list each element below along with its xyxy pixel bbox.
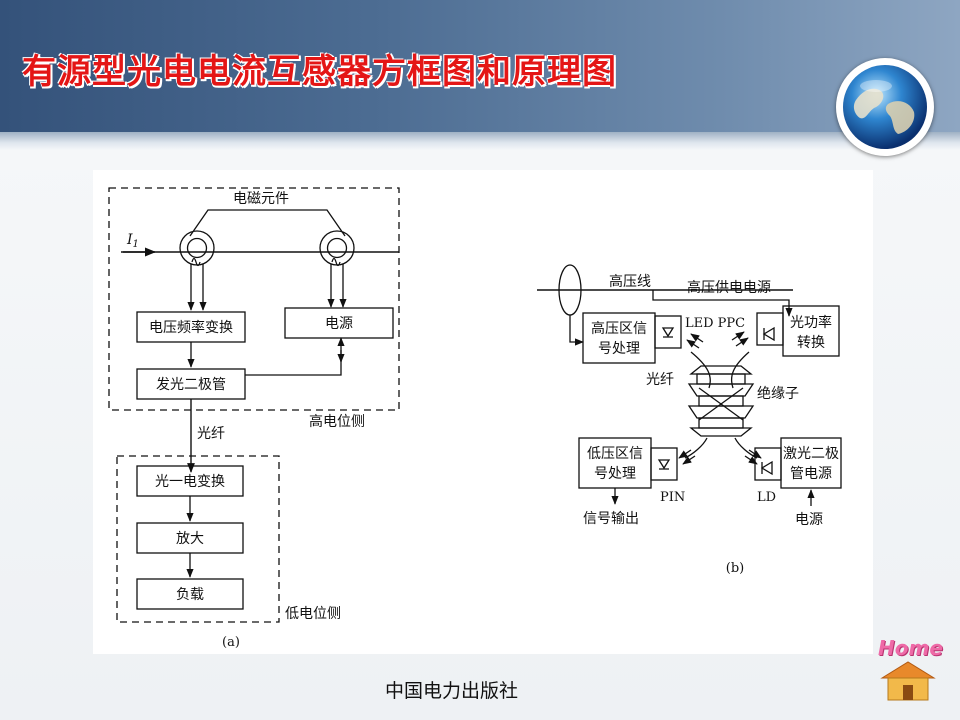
ppc-diode-icon xyxy=(762,326,775,342)
led-label: 发光二极管 xyxy=(156,377,226,393)
hv-line-label: 高压线 xyxy=(609,273,651,290)
fiber-label-a: 光纤 xyxy=(197,426,225,442)
em-component-label: 电磁元件 xyxy=(233,191,289,207)
slide-title: 有源型光电电流互感器方框图和原理图 xyxy=(22,52,617,92)
fiber-label-b: 光纤 xyxy=(646,372,674,388)
laser-power-box xyxy=(780,437,842,489)
power-conv-label-2: 转换 xyxy=(797,334,825,351)
lv-signal-label-2: 号处理 xyxy=(594,466,636,482)
high-side-label: 高电位侧 xyxy=(309,413,365,430)
house-icon xyxy=(880,661,936,701)
ld-diode-icon xyxy=(760,460,773,476)
caption-b: (b) xyxy=(726,561,744,576)
pin-label: PIN xyxy=(660,490,685,505)
insulator xyxy=(687,365,755,437)
publisher-label: 中国电力出版社 xyxy=(385,680,519,702)
diagram-svg: 电磁元件 I1 电压频率变换 电源 发光二极管 高电位侧 光纤 光一电变换 放大… xyxy=(108,187,842,650)
low-side-boundary xyxy=(116,455,280,623)
laser-power-label-1: 激光二极 xyxy=(783,445,839,462)
laser-power-label-2: 管电源 xyxy=(790,466,832,482)
ld-label: LD xyxy=(757,490,776,505)
insulator-label: 绝缘子 xyxy=(757,386,799,402)
hv-signal-label-1: 高压区信 xyxy=(591,320,647,337)
oe-converter-label: 光一电变换 xyxy=(155,473,225,490)
header-band xyxy=(0,132,960,150)
power-to-led-line xyxy=(245,337,345,376)
power-in-label: 电源 xyxy=(795,512,823,528)
ppc-element xyxy=(756,312,784,346)
diagram-panel: 电磁元件 I1 电压频率变换 电源 发光二极管 高电位侧 光纤 光一电变换 放大… xyxy=(93,170,873,654)
hv-power-label: 高压供电电源 xyxy=(687,279,771,296)
pin-element xyxy=(650,447,678,481)
led-element xyxy=(654,315,682,349)
power-supply-label: 电源 xyxy=(325,316,353,332)
pin-diode-icon xyxy=(657,459,671,470)
low-side-label: 低电位侧 xyxy=(285,606,341,622)
globe-icon xyxy=(843,65,927,149)
power-conv-box xyxy=(782,305,840,357)
diagram-b xyxy=(537,264,842,506)
high-side-boundary xyxy=(108,187,400,411)
load-box xyxy=(136,578,244,610)
lv-signal-label-1: 低压区信 xyxy=(587,446,643,462)
home-label: Home xyxy=(878,636,943,660)
amplifier-label: 放大 xyxy=(176,531,204,547)
current-label: I1 xyxy=(126,232,139,250)
signal-out-label: 信号输出 xyxy=(583,511,639,527)
slide-header xyxy=(0,0,960,140)
toroid-coil-2 xyxy=(319,230,355,267)
led-ppc-label: LED PPC xyxy=(685,316,745,331)
caption-a: (a) xyxy=(222,635,240,650)
hv-signal-label-2: 号处理 xyxy=(598,341,640,357)
toroid-coil-1 xyxy=(179,230,215,267)
home-button[interactable]: Home xyxy=(872,634,946,704)
load-label: 负载 xyxy=(176,587,204,603)
em-bracket xyxy=(189,209,346,237)
power-conv-label-1: 光功率 xyxy=(790,314,832,331)
diagram-a xyxy=(108,187,400,623)
led-diode-icon xyxy=(661,327,675,338)
globe-logo xyxy=(836,58,934,156)
vf-converter-label: 电压频率变换 xyxy=(149,319,233,336)
